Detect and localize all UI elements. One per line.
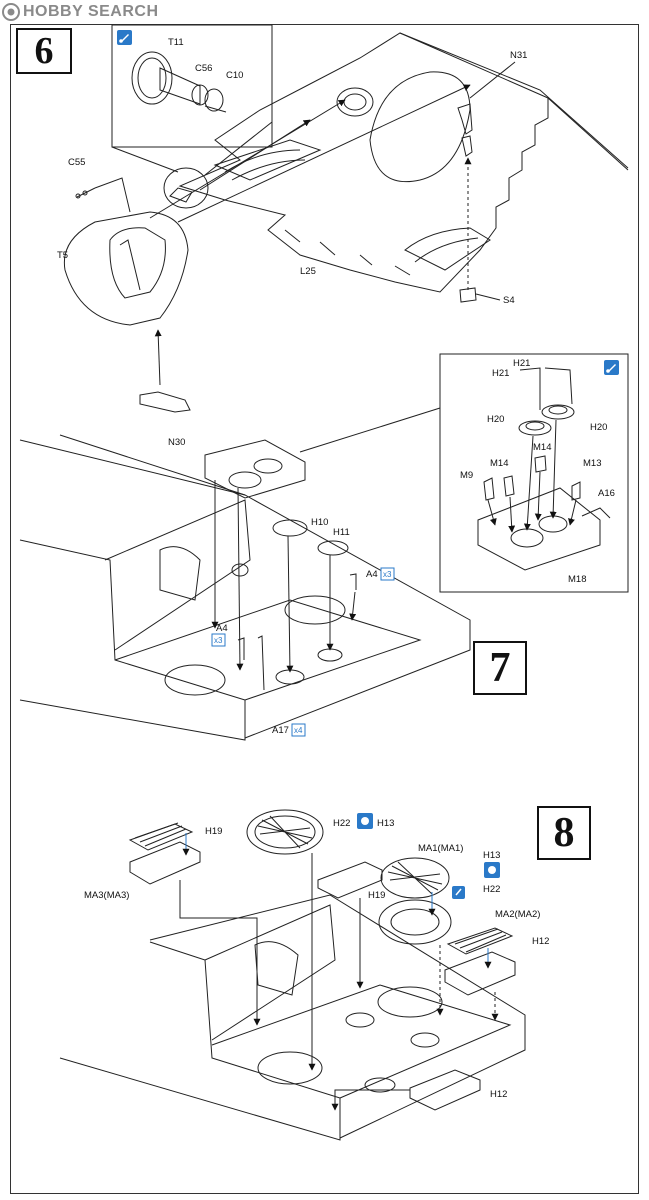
label-c56: C56 (195, 63, 212, 74)
inset-box-hatch-assembly (439, 353, 629, 593)
label-n31: N31 (510, 50, 527, 61)
hobby-search-logo-icon (2, 3, 20, 21)
label-n30: N30 (168, 437, 185, 448)
label-a4-a: A4 (366, 569, 378, 580)
step-number-7: 7 (473, 641, 527, 695)
label-h13-a: H13 (377, 818, 394, 829)
label-c10: C10 (226, 70, 243, 81)
part-ma2-mesh (446, 927, 514, 955)
label-h22-a: H22 (333, 818, 350, 829)
part-t5-cupola (63, 211, 189, 326)
label-m18: M18 (568, 574, 586, 585)
label-h21-b: H21 (492, 368, 509, 379)
label-ma1: MA1(MA1) (418, 843, 463, 854)
label-h11: H11 (333, 527, 350, 538)
part-a17 (257, 635, 265, 691)
label-h21-a: H21 (513, 358, 530, 369)
quantity-badge-a4-b: x3 (211, 633, 226, 647)
label-ma3: MA3(MA3) (84, 890, 129, 901)
svg-text:x4: x4 (294, 726, 303, 735)
part-a4 (349, 573, 357, 590)
glue-icon (117, 30, 132, 45)
label-h12-b: H12 (490, 1089, 507, 1100)
label-h20-b: H20 (590, 422, 607, 433)
hull-body-step7 (19, 434, 471, 741)
part-h19b (317, 861, 383, 899)
label-t5: T5 (57, 250, 68, 261)
part-h11 (317, 540, 349, 556)
hatch-plate-inset (477, 367, 611, 571)
part-h19 (129, 841, 201, 885)
quantity-badge-a17: x4 (291, 723, 306, 737)
hull-roof-plate (178, 32, 629, 293)
part-n31 (457, 103, 473, 135)
periscope-parts (131, 51, 227, 113)
page-frame (10, 24, 639, 1194)
step-number-8: 8 (537, 806, 591, 860)
part-n30 (139, 391, 191, 413)
step-7-diagram (19, 353, 629, 741)
hatch-plate-assembled (204, 439, 306, 499)
label-a4-b: A4 (216, 623, 228, 634)
label-m14-a: M14 (533, 442, 551, 453)
label-h12-a: H12 (532, 936, 549, 947)
part-h10 (272, 519, 308, 537)
label-h13-b: H13 (483, 850, 500, 861)
label-l25: L25 (300, 266, 316, 277)
glue-icon (604, 360, 619, 375)
label-h10: H10 (311, 517, 328, 528)
paint-icon (357, 813, 373, 829)
label-c55: C55 (68, 157, 85, 168)
svg-text:x3: x3 (383, 570, 392, 579)
label-s4: S4 (503, 295, 515, 306)
quantity-badge-a4-a: x3 (380, 567, 395, 581)
watermark-text: HOBBY SEARCH (23, 3, 159, 20)
label-a17: A17 (272, 725, 289, 736)
watermark: HOBBY SEARCH (2, 2, 159, 22)
photo-etch-icon (452, 886, 465, 899)
svg-text:x3: x3 (214, 636, 223, 645)
part-h22-ring (378, 899, 452, 945)
part-c55 (75, 177, 131, 213)
step-6-diagram (63, 24, 629, 413)
label-ma2: MA2(MA2) (495, 909, 540, 920)
hull-body-step8 (59, 894, 526, 1141)
inset-box-turret-periscope (111, 24, 273, 148)
label-h20-a: H20 (487, 414, 504, 425)
label-m9: M9 (460, 470, 473, 481)
step-number-6: 6 (16, 28, 72, 74)
label-h22-b: H22 (483, 884, 500, 895)
part-h12 (444, 951, 516, 996)
step-8-diagram (59, 809, 526, 1141)
part-ma1-mesh (380, 857, 450, 899)
label-t11: T11 (168, 37, 184, 48)
part-h12b (409, 1069, 481, 1111)
label-h19-b: H19 (368, 890, 385, 901)
part-h22-grille (246, 809, 324, 855)
label-h19-a: H19 (205, 826, 222, 837)
label-m14-b: M14 (490, 458, 508, 469)
part-s4 (459, 287, 477, 303)
label-a16: A16 (598, 488, 615, 499)
label-m13: M13 (583, 458, 601, 469)
paint-icon (484, 862, 500, 878)
